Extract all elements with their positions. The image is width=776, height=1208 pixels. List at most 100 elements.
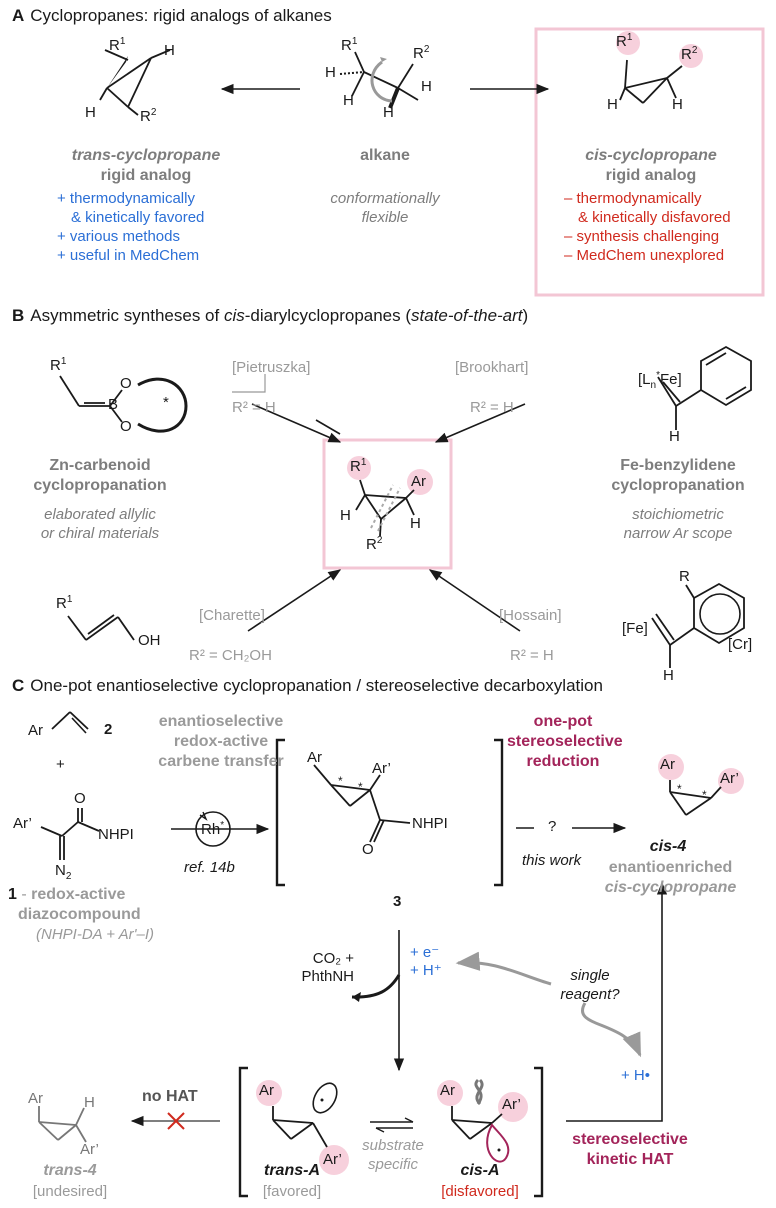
section-b-title: cis [223, 306, 245, 325]
trans-point: + useful in MedChem [57, 247, 200, 264]
fe-note-line: stoichiometric [632, 506, 724, 523]
atom-o: O [120, 418, 132, 435]
zn-note: elaborated allylic or chiral materials [0, 505, 200, 543]
fe-note-line: narrow Ar scope [623, 525, 733, 542]
vinyl-boronate-structure [59, 375, 123, 423]
alkane-note-line: conformationally [330, 190, 440, 207]
reagent-line: + H⁺ [410, 962, 442, 979]
zn-note-line: elaborated allylic [44, 506, 156, 523]
atom-ar-prime: Ar’ [372, 760, 391, 777]
byproduct-line: PhthNH [301, 968, 354, 985]
fe-cr-complex-structure [651, 582, 745, 668]
atom-ar: Ar [259, 1082, 274, 1099]
compound-1-desc: (NHPI-DA + Ar'–I) [36, 926, 155, 943]
trans-A-structure [272, 1106, 328, 1148]
fe-title: cyclopropanation [611, 477, 745, 494]
substrate-specific-label: substrate specific [348, 1136, 438, 1174]
atom-r1: R1 [56, 594, 73, 612]
zn-method: Zn-carbenoid cyclopropanation [0, 456, 200, 496]
chiral-star: * [358, 780, 363, 794]
atom-r2: R2 [140, 107, 157, 125]
atom-b: B [108, 396, 119, 413]
atom-ar-prime: Ar’ [720, 770, 739, 787]
atom-h: H [325, 64, 336, 81]
substrate-line: substrate [362, 1137, 424, 1154]
atom-h: H [663, 667, 674, 684]
atom-ar-prime: Ar’ [502, 1096, 521, 1113]
trans-A-note: [favored] [262, 1183, 322, 1200]
alkane-note-line: flexible [361, 209, 409, 226]
brookhart-condition: R² = H [470, 399, 514, 416]
alkane-structure [351, 51, 419, 101]
compound-3-label: 3 [393, 893, 402, 910]
section-b-title: ) [522, 306, 529, 325]
atom-h: H [669, 428, 680, 445]
fe-complex-label: [Ln*Fe] [638, 370, 682, 391]
cis-title-line2: rigid analog [605, 167, 697, 184]
zn-title: Zn-carbenoid [49, 457, 151, 474]
atom-ar: Ar [440, 1082, 455, 1099]
compound-1-number: 1 [8, 886, 17, 903]
ref-label: ref. 14b [184, 859, 235, 876]
trans-4-note: [undesired] [32, 1183, 108, 1200]
charette-condition: R² = CH₂OH [189, 647, 272, 664]
step1-line: carbene transfer [158, 753, 284, 770]
trans-title: trans-cyclopropane rigid analog [36, 146, 256, 186]
byproduct-line: CO₂ + [312, 950, 354, 967]
atom-ar: Ar [411, 473, 426, 490]
plus-sign: + [56, 756, 65, 773]
atom-r1: R1 [50, 356, 67, 374]
alkane-note: conformationally flexible [290, 189, 480, 227]
brookhart-label: [Brookhart] [455, 359, 529, 376]
cis-highlight-box [534, 27, 765, 297]
atom-h: H [607, 96, 618, 113]
atom-h: H [85, 104, 96, 121]
section-c-title: One-pot enantioselective cyclopropanatio… [30, 676, 603, 695]
atom-ar: Ar [28, 1090, 43, 1107]
step1-line: enantioselective [158, 713, 284, 730]
trans-4-structure [38, 1106, 87, 1143]
atom-ar: Ar [660, 756, 675, 773]
byproducts: CO₂ + PhthNH [292, 950, 354, 986]
section-b-title: Asymmetric syntheses of [30, 306, 224, 325]
cis-point: & kinetically disfavored [578, 209, 731, 226]
reagent-line: + e⁻ [410, 944, 440, 961]
atom-o: O [120, 375, 132, 392]
step2-line: one-pot [533, 713, 593, 730]
charette-label: [Charette] [199, 607, 265, 624]
alkane-title: alkane [360, 147, 410, 164]
this-work-label: this work [522, 852, 582, 869]
styrene-structure [51, 711, 89, 730]
step2-label: one-pot stereoselective reduction [507, 712, 623, 772]
step1-label: enantioselective redox-active carbene tr… [155, 712, 287, 772]
compound-1-dash: - [16, 886, 32, 903]
cis-points: – thermodynamically & kinetically disfav… [564, 189, 731, 265]
section-b-title: -diarylcyclopropanes ( [244, 306, 412, 325]
chiral-star: * [677, 782, 682, 796]
cis-diaryl-box [322, 438, 453, 570]
cis-4-desc-line: enantioenriched [608, 859, 733, 876]
fe-method: Fe-benzylidene cyclopropanation [580, 456, 776, 496]
trans-title-line2: rigid analog [100, 167, 192, 184]
cis-4-label: cis-4 [649, 838, 687, 855]
cr-label: [Cr] [728, 636, 753, 653]
chiral-star: * [702, 788, 707, 802]
zn-note-line: or chiral materials [40, 525, 160, 542]
trans-cyclopropane-structure [99, 49, 171, 116]
hossain-label: [Hossain] [499, 607, 562, 624]
atom-oh: OH [138, 632, 161, 649]
hat-label: stereoselective kinetic HAT [560, 1130, 700, 1170]
chiral-star: * [338, 774, 343, 788]
pietruszka-condition: R² = H [232, 399, 276, 416]
cis-point: – synthesis challenging [564, 228, 720, 245]
cis-A-note: [disfavored] [441, 1183, 519, 1200]
atom-h: H [383, 104, 394, 121]
cis-point: – MedChem unexplored [564, 247, 725, 264]
cis-4-desc-line: cis-cyclopropane [604, 879, 737, 896]
single-reagent-label: single reagent? [545, 966, 635, 1004]
cis-point: – thermodynamically [564, 190, 702, 207]
atom-h: H [164, 42, 175, 59]
atom-h: H [340, 507, 351, 524]
